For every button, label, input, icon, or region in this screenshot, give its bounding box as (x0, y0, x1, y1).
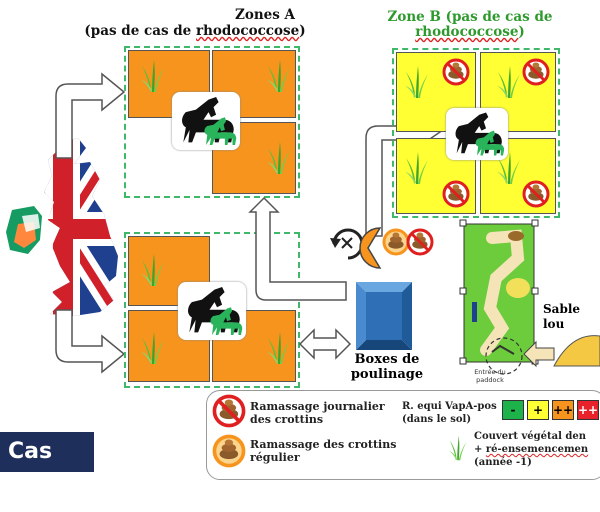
case-label: Cas N°4 (0, 432, 94, 504)
no-manure-icon (522, 180, 550, 208)
legend-scale-cell: - (502, 400, 524, 420)
paddock-entrance-circle (485, 337, 523, 375)
zone-a-subtitle-post: ) (299, 23, 306, 39)
sand-label: Sable lou (543, 302, 581, 331)
arrow-icon-double (298, 328, 352, 360)
no-manure-icon (442, 180, 470, 208)
horse-foal-icon-box (446, 108, 508, 160)
horse-foal-icon (188, 287, 243, 335)
legend-scale-cell: +++ (577, 400, 600, 420)
zone-a-subtitle-pre: (pas de cas de (84, 23, 196, 39)
paddock-entrance-line2: paddock (476, 376, 504, 384)
foaling-box-icon (356, 282, 412, 350)
zone-b-title-post: ) (518, 24, 525, 40)
zone-b-title-keyword: rhodococcose (415, 24, 519, 40)
no-manure-icon (408, 230, 432, 254)
legend-daily-l2: des crottins (250, 413, 324, 426)
grass-icon (141, 60, 164, 92)
paddock-a3 (212, 122, 296, 194)
no-manure-icon (522, 58, 550, 86)
zone-b-title-line1: Zone B (pas de cas de (387, 9, 553, 25)
legend-regular-l2: régulier (250, 451, 300, 464)
manure-cycle-group (330, 227, 434, 269)
legend-requi-l2: (dans le sol) (402, 414, 472, 425)
no-manure-icon (212, 394, 246, 428)
regular-manure-icon (212, 434, 246, 468)
grass-icon (405, 152, 428, 184)
pacman-shape (359, 227, 382, 269)
horse-foal-icon (182, 97, 237, 145)
legend-cover-l2-pre: + (474, 444, 486, 455)
legend-daily-l1: Ramassage journalier (250, 400, 385, 413)
grass-icon (267, 142, 290, 174)
uk-flag-icon (6, 138, 118, 316)
zone-a-title: Zones A (234, 7, 296, 23)
zone-a-subtitle: (pas de cas de rhodococcose) (80, 24, 310, 39)
horse-foal-icon-box (178, 282, 246, 340)
grass-icon (405, 66, 428, 98)
grass-icon (267, 60, 290, 92)
no-manure-icon (442, 58, 470, 86)
legend-regular-l1: Ramassage des crottins (250, 438, 397, 451)
zone-a-bottom (124, 232, 300, 388)
cycle-icon (330, 228, 364, 260)
legend-cover-l3: (année -1) (474, 457, 532, 468)
zone-a-top (124, 46, 300, 198)
grass-icon (497, 66, 520, 98)
boxes-label-line2: poulinage (350, 367, 424, 382)
legend-cover-l1: Couvert végétal den (474, 431, 586, 442)
legend-requi-label: R. equi VapA-pos (dans le sol) (402, 400, 512, 426)
arrow-icon-sand (523, 340, 555, 368)
legend-cover-l2-keyword: ré-ensemencemen (485, 444, 589, 455)
grass-icon (448, 435, 467, 461)
zone-a-subtitle-keyword: rhodococcose (195, 23, 300, 39)
legend-requi-l1: R. equi VapA-pos (402, 401, 497, 412)
horse-foal-icon-box (172, 92, 240, 150)
legend-scale: -++++++ (502, 400, 600, 420)
arrow-icon-uk-to-zone-a-top (55, 72, 126, 159)
legend-scale-cell: ++ (552, 400, 574, 420)
grass-icon (141, 254, 164, 286)
arrow-icon-uk-to-zone-a-bottom (55, 309, 126, 374)
zone-b (392, 48, 560, 218)
horse-foal-icon (455, 112, 505, 156)
grass-icon (141, 332, 164, 364)
regular-manure-icon (384, 230, 408, 254)
grass-icon (267, 332, 290, 364)
arrow-icon-boxes-to-zone-a (248, 196, 347, 301)
sand-pile-icon (553, 335, 600, 367)
paddock-entrance-line1: Entrée du (474, 368, 506, 376)
boxes-label-line1: Boxes de (354, 352, 420, 367)
legend-scale-cell: + (527, 400, 549, 420)
legend-cover: Couvert végétal den + ré-ensemencemen (ann… (474, 430, 600, 469)
